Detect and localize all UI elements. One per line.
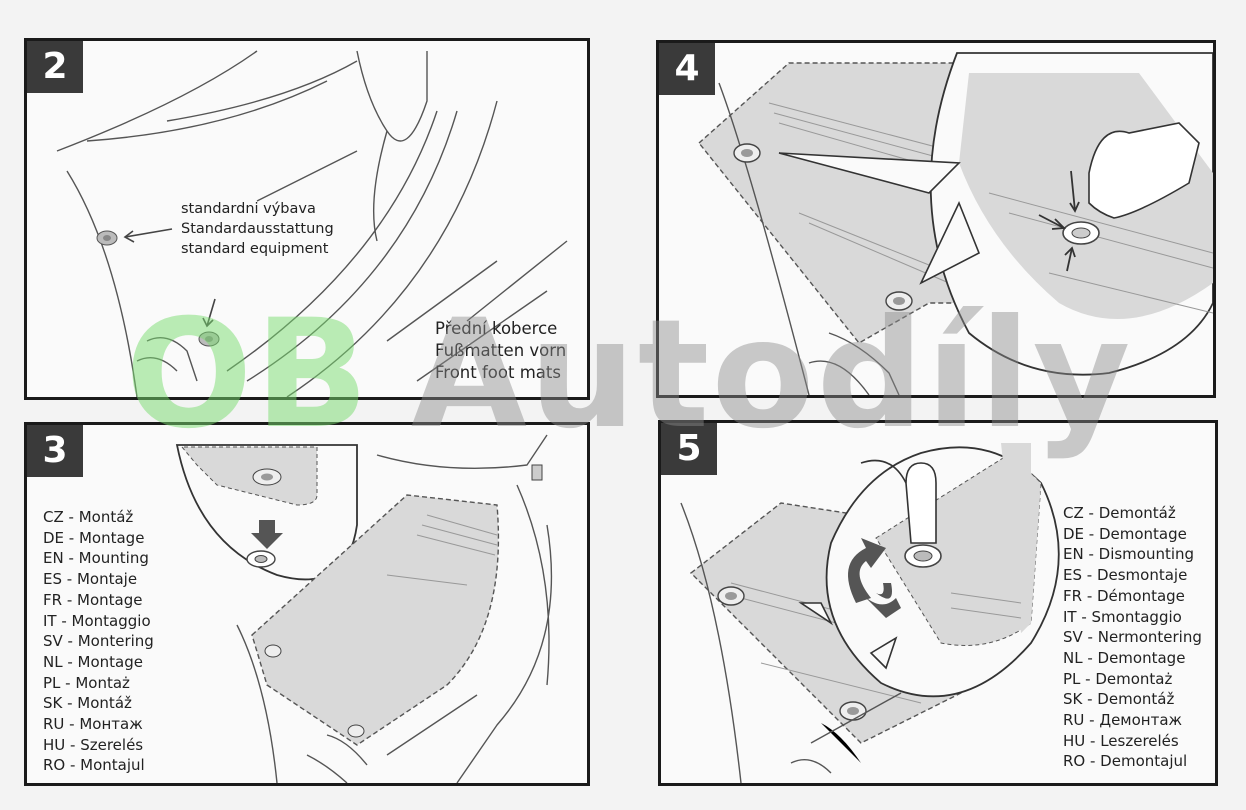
lang-item: EN - Dismounting bbox=[1063, 545, 1195, 564]
title-line-cz: Přední koberce bbox=[435, 319, 558, 338]
step-4-illustration bbox=[698, 52, 1213, 395]
step-2-illustration bbox=[56, 50, 568, 397]
lang-item: PL - Demontaż bbox=[1063, 669, 1173, 688]
lang-item: ES - Desmontaje bbox=[1063, 566, 1188, 585]
lang-item: RO - Demontajul bbox=[1063, 752, 1188, 771]
lang-item: RU - Демонтаж bbox=[1063, 711, 1183, 730]
title-line-en: Front foot mats bbox=[435, 363, 561, 382]
label-line-de: Standardausstattung bbox=[181, 221, 334, 237]
step-number-badge: 3 bbox=[27, 425, 83, 477]
lang-item: IT - Smontaggio bbox=[1063, 607, 1182, 626]
lang-item: NL - Demontage bbox=[1063, 648, 1186, 667]
lang-item: DE - Demontage bbox=[1063, 524, 1187, 543]
lang-item: DE - Montage bbox=[43, 528, 145, 547]
step-number-badge: 5 bbox=[661, 423, 717, 475]
lang-item: HU - Leszerelés bbox=[1063, 731, 1179, 750]
dismounting-language-list: CZ - Demontáž DE - Demontage EN - Dismou… bbox=[1063, 503, 1202, 772]
lang-item: ES - Montaje bbox=[43, 570, 138, 589]
lang-item: HU - Szerelés bbox=[43, 735, 144, 754]
label-line-en: standard equipment bbox=[181, 241, 329, 257]
lang-item: SK - Demontáž bbox=[1063, 690, 1175, 709]
label-line-cz: standardni výbava bbox=[181, 201, 316, 217]
lang-item: CZ - Montáž bbox=[43, 508, 134, 526]
lang-item: RU - Монтаж bbox=[43, 715, 143, 734]
lang-item: FR - Démontage bbox=[1063, 586, 1185, 605]
front-foot-mats-title: Přední koberce Fußmatten vorn Front foot… bbox=[435, 318, 566, 384]
step-3-panel: 3 CZ - Montáž DE - Montage EN - Mounting… bbox=[24, 422, 590, 786]
step-number-badge: 2 bbox=[27, 41, 83, 93]
step-3-illustration bbox=[175, 434, 553, 783]
title-line-de: Fußmatten vorn bbox=[435, 341, 567, 360]
lang-item: SK - Montáž bbox=[43, 694, 132, 713]
lang-item: SV - Montering bbox=[43, 632, 154, 651]
step-5-illustration bbox=[680, 443, 1060, 783]
lang-item: CZ - Demontáž bbox=[1063, 504, 1176, 522]
step-5-panel: 5 CZ - Demontáž DE - Demontage EN - Dism… bbox=[658, 420, 1218, 786]
lang-item: IT - Montaggio bbox=[43, 611, 151, 630]
standard-equipment-label: standardni výbava Standardausstattung st… bbox=[181, 199, 334, 259]
lang-item: RO - Montajul bbox=[43, 756, 145, 775]
step-number-badge: 4 bbox=[659, 43, 715, 95]
step-4-panel: 4 bbox=[656, 40, 1216, 398]
lang-item: PL - Montaż bbox=[43, 673, 130, 692]
lang-item: SV - Nermontering bbox=[1063, 628, 1202, 647]
step-2-panel: 2 standardni výbava Standardausstattung … bbox=[24, 38, 590, 400]
lang-item: FR - Montage bbox=[43, 590, 143, 609]
mounting-language-list: CZ - Montáž DE - Montage EN - Mounting E… bbox=[43, 507, 154, 776]
lang-item: NL - Montage bbox=[43, 652, 143, 671]
lang-item: EN - Mounting bbox=[43, 549, 149, 568]
